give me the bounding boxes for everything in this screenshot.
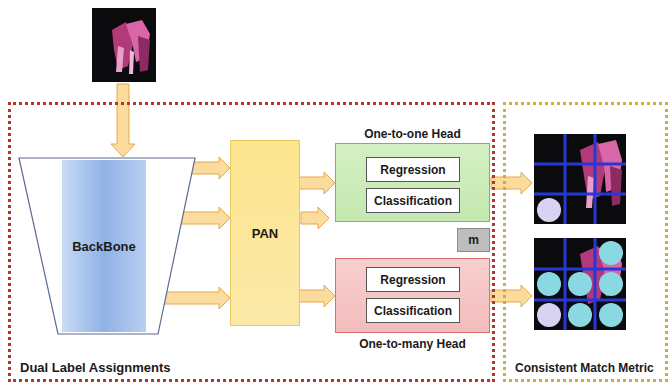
box-label: Regression xyxy=(380,163,445,177)
region-box: Dual Label Assignments BackBone PAN One-to-… xyxy=(8,102,495,382)
parameter-box: m xyxy=(457,228,490,252)
head-box: One-to-one HeadRegressionClassification xyxy=(335,143,490,222)
flow-arrow xyxy=(163,287,230,309)
output-arrow xyxy=(491,172,532,194)
head-title: One-to-one Head xyxy=(336,127,489,141)
box-label: Classification xyxy=(374,304,452,318)
neck-box: PAN xyxy=(230,140,300,326)
box-label: Regression xyxy=(380,273,445,287)
flow-arrow xyxy=(191,157,230,179)
region-label: Consistent Match Metric xyxy=(515,361,654,375)
flow-arrow xyxy=(180,207,230,229)
backbone-block: BackBone xyxy=(18,157,196,335)
flow-arrow xyxy=(298,285,335,307)
flow-arrow xyxy=(298,172,335,194)
process-box: Regression xyxy=(366,267,460,292)
output-arrow xyxy=(491,285,532,307)
head-box: One-to-many HeadRegressionClassification xyxy=(335,258,490,333)
box-label: m xyxy=(468,233,479,247)
pan-arrow xyxy=(301,207,329,229)
process-box: Regression xyxy=(366,157,460,182)
box-label: Classification xyxy=(374,194,452,208)
region-box: Consistent Match Metric xyxy=(503,102,668,382)
box-label: PAN xyxy=(252,226,278,241)
process-box: Classification xyxy=(366,188,460,213)
output-image xyxy=(534,134,626,224)
region-label: Dual Label Assignments xyxy=(20,360,171,375)
head-title: One-to-many Head xyxy=(336,337,489,351)
box-label: BackBone xyxy=(62,239,146,254)
input-arrow xyxy=(111,84,135,157)
input-image xyxy=(92,8,156,82)
output-image xyxy=(534,238,626,330)
process-box: Classification xyxy=(366,298,460,323)
